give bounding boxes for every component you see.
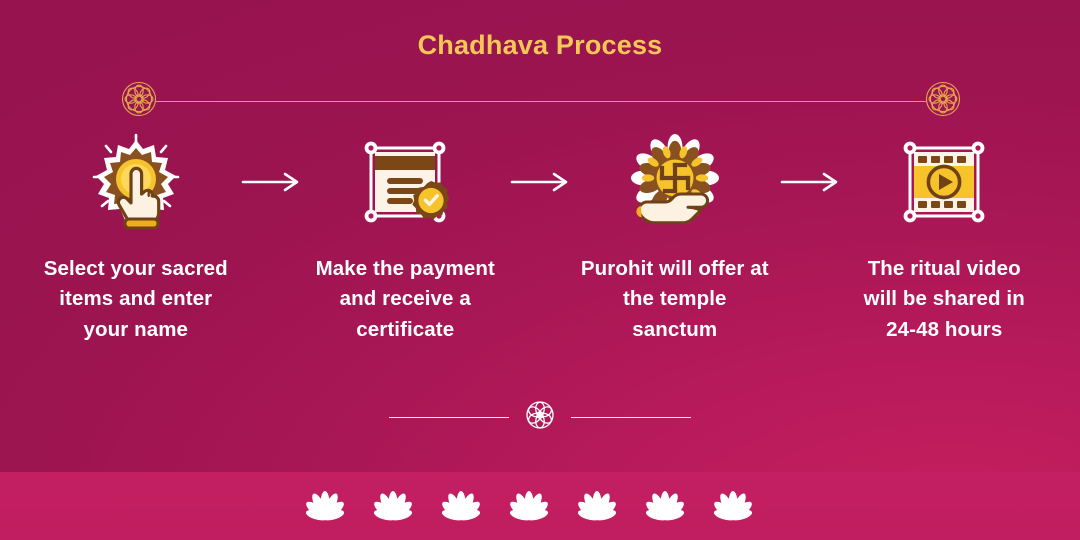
top-divider-line bbox=[156, 100, 926, 102]
certificate-seal-icon bbox=[353, 132, 457, 232]
arrow-right-icon bbox=[501, 132, 579, 232]
flower-rosette-icon bbox=[523, 398, 557, 437]
arrow-right-icon bbox=[771, 132, 849, 232]
top-divider bbox=[118, 78, 964, 124]
process-step-2: Make the payment and receive a certifica… bbox=[310, 132, 502, 345]
mandala-rosette-icon bbox=[922, 78, 964, 125]
bottom-divider bbox=[0, 398, 1080, 437]
divider-line-left bbox=[389, 417, 509, 418]
mandala-rosette-icon bbox=[118, 78, 160, 125]
process-step-4: The ritual video will be shared in 24-48… bbox=[849, 132, 1041, 345]
step-label: Select your sacred items and enter your … bbox=[43, 257, 228, 341]
step-label: The ritual video will be shared in 24-48… bbox=[863, 257, 1025, 341]
step-label: Purohit will offer at the temple sanctum bbox=[580, 257, 769, 341]
process-step-1: Select your sacred items and enter your … bbox=[40, 132, 232, 345]
hand-pointer-select-icon bbox=[84, 132, 188, 232]
footer-band bbox=[0, 472, 1080, 540]
hand-offering-swastika-coin-icon bbox=[623, 132, 727, 232]
process-step-3: Purohit will offer at the temple sanctum bbox=[579, 132, 771, 345]
step-label: Make the payment and receive a certifica… bbox=[315, 257, 495, 341]
arrow-right-icon bbox=[232, 132, 310, 232]
film-strip-play-video-icon bbox=[892, 132, 996, 232]
divider-line-right bbox=[571, 417, 691, 418]
page-title: Chadhava Process bbox=[417, 30, 663, 60]
lotus-border-pattern bbox=[299, 486, 781, 526]
process-steps: Select your sacred items and enter your … bbox=[40, 132, 1040, 345]
